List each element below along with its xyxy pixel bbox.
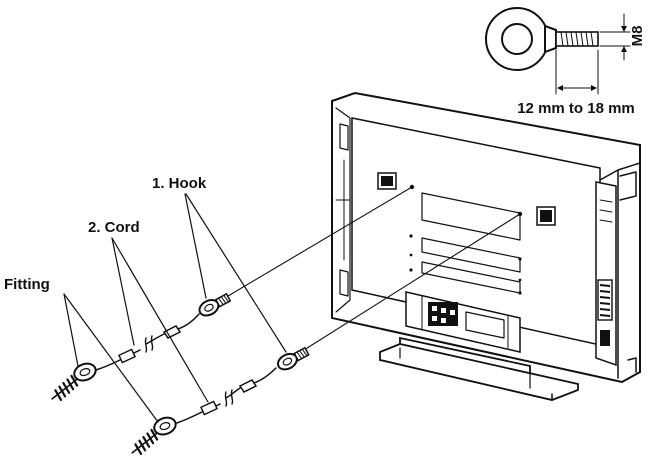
callout-cord: 2. Cord — [88, 219, 209, 403]
eyebolt-collar — [544, 24, 557, 54]
lower-hook-icon — [276, 346, 310, 371]
callout-fitting: Fitting — [4, 276, 159, 423]
thread-size-label: M8 — [629, 26, 646, 47]
rear-terminal-block — [405, 291, 521, 353]
upper-fitting-icon — [51, 362, 97, 402]
cord-label: 2. Cord — [88, 219, 140, 236]
eyebolt-thread — [555, 31, 599, 47]
fitting-label: Fitting — [4, 276, 50, 293]
screw-holes — [409, 184, 523, 295]
thread-length-dimension: 12 mm to 18 mm — [517, 49, 635, 117]
lower-cord-assembly — [131, 346, 310, 456]
hook-label: 1. Hook — [152, 175, 207, 192]
thread-length-label: 12 mm to 18 mm — [517, 100, 635, 117]
upper-hook-icon — [198, 292, 232, 317]
thread-diameter-dimension: M8 — [599, 13, 646, 61]
callout-hook: 1. Hook — [152, 175, 287, 353]
upper-cord-assembly — [51, 292, 232, 402]
eyebolt-ring-icon — [485, 7, 549, 71]
tv-rear-view — [331, 91, 641, 401]
tv-stand — [379, 336, 579, 401]
side-connector-panel — [595, 181, 617, 367]
eyebolt-detail: M8 12 mm to 18 mm — [485, 7, 646, 117]
lower-fitting-icon — [131, 416, 177, 456]
